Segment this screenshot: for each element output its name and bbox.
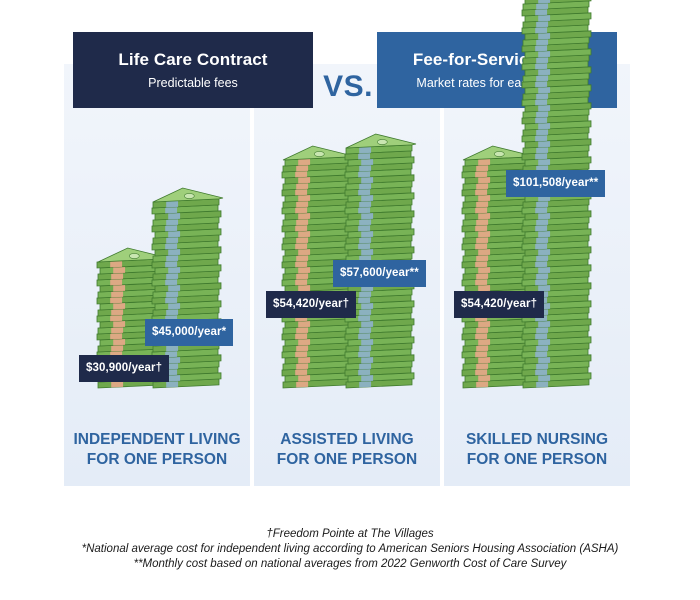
footnote-freedom-pointe: †Freedom Pointe at The Villages <box>266 528 434 540</box>
category-line-2: FOR ONE PERSON <box>276 451 418 468</box>
category-line-2: FOR ONE PERSON <box>86 451 228 468</box>
price-label-assisted-lifecare: $54,420/year† <box>266 291 357 318</box>
category-line-1: ASSISTED LIVING <box>280 431 414 448</box>
footnote-asha: *National average cost for independent l… <box>81 543 619 555</box>
category-label-independent-living: INDEPENDENT LIVING FOR ONE PERSON <box>64 430 250 470</box>
footnote-genworth: **Monthly cost based on national average… <box>133 558 567 570</box>
category-label-skilled-nursing: SKILLED NURSING FOR ONE PERSON <box>444 430 630 470</box>
price-label-independent-market: $45,000/year* <box>145 319 234 346</box>
price-label-skilled-market: $101,508/year** <box>506 170 606 197</box>
category-line-2: FOR ONE PERSON <box>466 451 608 468</box>
money-stack-2-1 <box>521 0 592 389</box>
price-label-skilled-lifecare: $54,420/year† <box>454 291 545 318</box>
life-care-subtitle: Predictable fees <box>148 76 238 90</box>
footnotes: †Freedom Pointe at The Villages *Nationa… <box>0 527 700 572</box>
price-label-assisted-market: $57,600/year** <box>333 260 426 287</box>
category-line-1: SKILLED NURSING <box>465 431 609 448</box>
price-label-independent-lifecare: $30,900/year† <box>79 355 170 382</box>
category-line-1: INDEPENDENT LIVING <box>73 431 241 448</box>
versus-label: VS. <box>323 70 373 103</box>
money-stack-1-1 <box>344 133 417 389</box>
category-label-assisted-living: ASSISTED LIVING FOR ONE PERSON <box>254 430 440 470</box>
life-care-title: Life Care Contract <box>118 50 268 69</box>
life-care-contract-header: Life Care Contract Predictable fees <box>73 32 313 108</box>
